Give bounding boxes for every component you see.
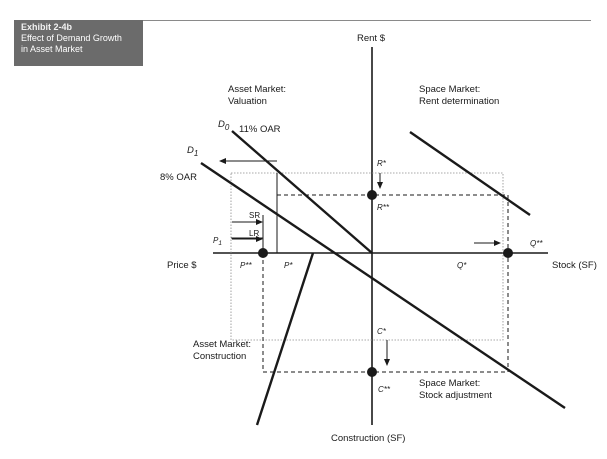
space-rent-label-1: Space Market: [419,84,480,95]
d1-rate-label: 8% OAR [160,172,197,183]
q-star2-dot [503,248,513,258]
p-star2-dot [258,248,268,258]
p-star-label: P* [284,261,293,270]
space-rent-label-2: Rent determination [419,96,499,107]
q-star-label: Q* [457,261,467,270]
q-star2-label: Q** [530,239,543,248]
c-star2-label: C** [378,385,391,394]
lr-label: LR [249,229,259,238]
rent-axis-label: Rent $ [357,33,386,44]
r-star2-dot [367,190,377,200]
asset-construction-label-2: Construction [193,351,246,362]
exhibit-title-line-1: Effect of Demand Growth [21,33,122,43]
d1-label: D1 [187,145,198,158]
r-star-label: R* [377,159,387,168]
d0-rate-label: 11% OAR [239,124,281,135]
rent-determination-line [409,131,531,216]
c-star2-dot [367,367,377,377]
sr-label: SR [249,211,260,220]
initial-equilibrium-box [230,172,504,341]
d1-demand-line [200,162,566,409]
exhibit-tag: Exhibit 2-4b [21,22,73,32]
r-star2-label: R** [377,203,390,212]
exhibit-title-line-2: in Asset Market [21,44,83,54]
c-star-label: C* [377,327,387,336]
construction-curve [255,252,315,426]
construction-axis-label: Construction (SF) [331,433,405,444]
d0-demand-line [231,130,373,254]
exhibit-caption: Exhibit 2-4b Effect of Demand Growth in … [14,20,143,66]
p-star2-label: P** [240,261,252,270]
stock-axis-label: Stock (SF) [552,260,597,271]
d0-label: D0 [218,119,230,132]
asset-valuation-label-1: Asset Market: [228,84,286,95]
asset-valuation-label-2: Valuation [228,96,267,107]
space-stock-label-2: Stock adjustment [419,390,492,401]
header-rule [143,20,591,21]
space-stock-label-1: Space Market: [419,378,480,389]
asset-construction-label-1: Asset Market: [193,339,251,350]
price-axis-label: Price $ [167,260,197,271]
p1-label: P1 [213,236,222,247]
